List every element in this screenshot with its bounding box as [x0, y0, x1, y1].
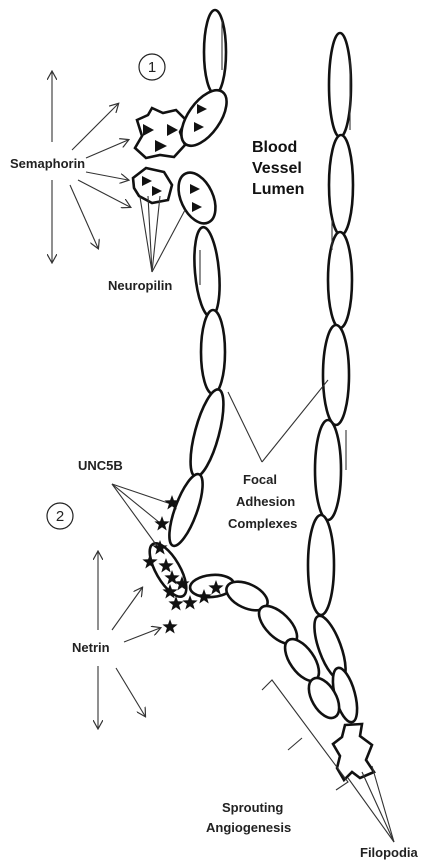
semaphorin-arrow: [78, 180, 130, 207]
netrin-arrow: [112, 588, 142, 630]
endothelial-cell: [308, 515, 334, 615]
endothelial-cell: [184, 386, 230, 479]
endothelial-cell: [201, 310, 225, 394]
semaphorin-arrow: [70, 185, 98, 248]
netrin-label: Netrin: [72, 640, 110, 655]
focal-adhesion-label-line1: Focal: [243, 472, 277, 487]
endothelial-cell: [163, 471, 210, 550]
filopodia-pointer: [348, 778, 394, 842]
filopodia-label: Filopodia: [360, 845, 419, 860]
unc5b-label: UNC5B: [78, 458, 123, 473]
focal-adhesion-group: Focal Adhesion Complexes: [228, 380, 328, 531]
neuropilin-pointer: [152, 210, 185, 272]
unc5b-star: [182, 595, 197, 610]
semaphorin-group: Semaphorin: [10, 72, 130, 262]
semaphorin-arrow: [72, 104, 118, 150]
netrin-arrow: [124, 628, 160, 642]
sema-receiving-cell-bottom: [133, 168, 172, 203]
region2-number: 2: [56, 508, 64, 525]
lumen-label-line1: Blood: [252, 139, 297, 156]
lumen-label-line3: Lumen: [252, 181, 304, 198]
semaphorin-arrow: [86, 140, 128, 158]
blood-vessel-lumen-label: Blood Vessel Lumen: [252, 139, 304, 198]
unc5b-pointer: [112, 484, 168, 503]
sprouting-bracket-tick: [288, 738, 302, 750]
sema-receiving-cell-top: [135, 108, 186, 158]
unc5b-star: [168, 596, 183, 611]
region1-marker: 1: [139, 54, 165, 80]
lumen-label-line2: Vessel: [252, 160, 302, 177]
neuropilin-label: Neuropilin: [108, 278, 172, 293]
unc5b-star: [162, 619, 177, 634]
region1-number: 1: [148, 59, 156, 76]
sprouting-label-line2: Angiogenesis: [206, 820, 291, 835]
netrin-group: Netrin: [72, 552, 160, 728]
filopodia-group: Filopodia: [348, 766, 419, 860]
unc5b-star: [154, 516, 169, 531]
semaphorin-arrow: [86, 172, 128, 180]
focal-adhesion-label-line2: Adhesion: [236, 494, 295, 509]
endothelial-cell-region1: [171, 167, 223, 229]
neuropilin-group: Neuropilin: [108, 196, 185, 293]
endothelial-cell: [323, 325, 349, 425]
endothelial-cell: [315, 420, 341, 520]
netrin-arrow: [116, 668, 145, 716]
sprouting-label-line1: Sprouting: [222, 800, 283, 815]
endothelial-cell: [329, 135, 353, 235]
tip-cell: [333, 724, 374, 780]
tip-cell-body: [333, 724, 374, 780]
endothelial-cell: [204, 10, 226, 94]
focal-adhesion-label-line3: Complexes: [228, 516, 297, 531]
semaphorin-label: Semaphorin: [10, 156, 85, 171]
right-vessel-wall: [308, 33, 362, 725]
focal-adhesion-pointer: [228, 392, 262, 462]
endothelial-cell: [329, 33, 351, 137]
unc5b-group: UNC5B: [78, 458, 168, 550]
region2-marker: 2: [47, 503, 73, 529]
filopodia-pointer: [372, 766, 394, 842]
neuropilin-pointer: [152, 196, 160, 272]
filopodia-pointer: [362, 772, 394, 842]
endothelial-cell: [191, 226, 223, 318]
